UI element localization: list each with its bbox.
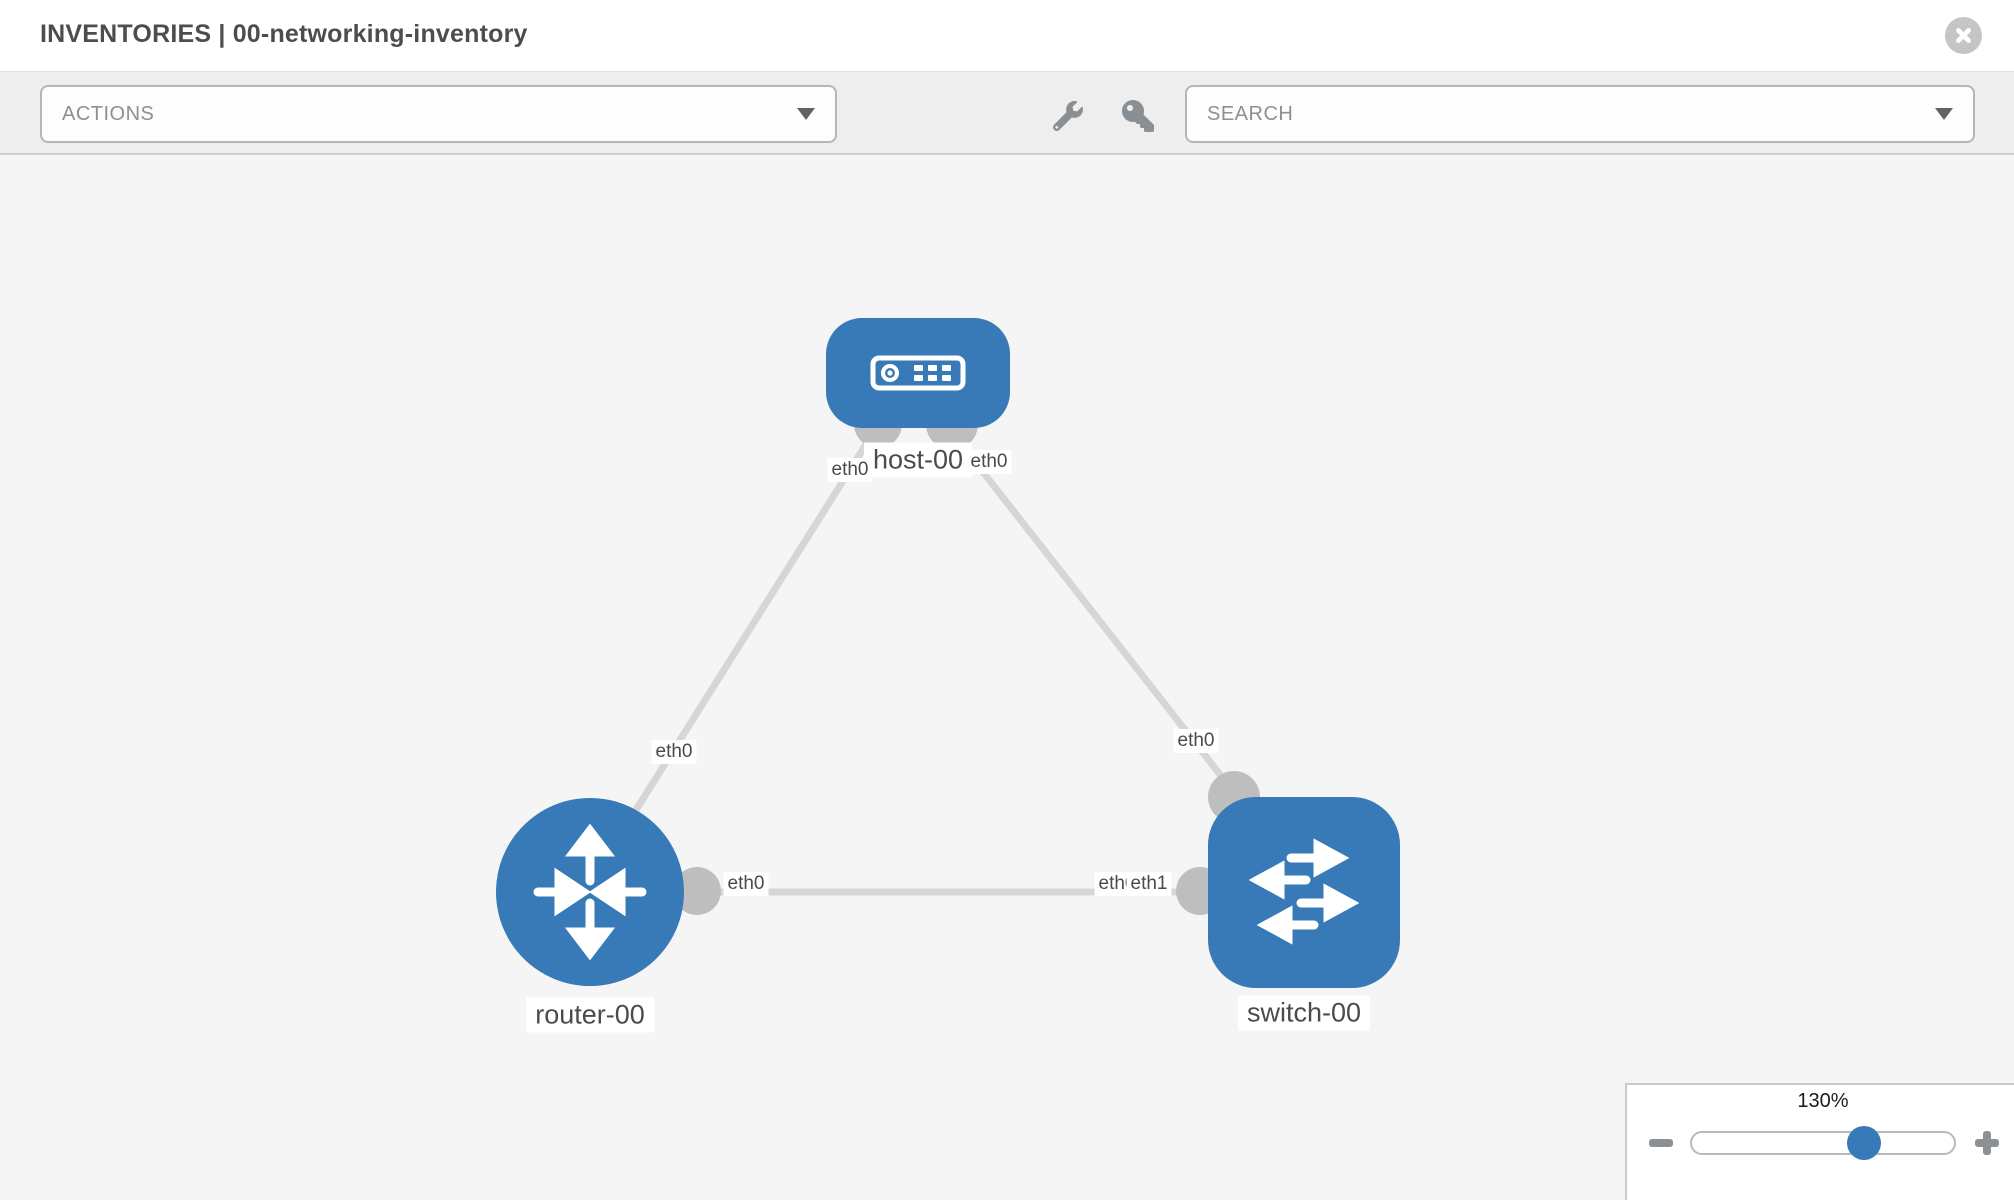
search-placeholder: SEARCH (1207, 102, 1294, 125)
plus-icon (1983, 1131, 1991, 1155)
zoom-level-value: 130% (1797, 1090, 1849, 1112)
iface-label-router00-eth0-to-host: eth0 (651, 740, 697, 764)
zoom-slider-track[interactable] (1690, 1126, 1956, 1160)
page-title: INVENTORIES | 00-networking-inventory (40, 20, 528, 48)
close-button[interactable] (1945, 17, 1982, 54)
node-label-host-00: host-00 (863, 442, 973, 478)
iface-label-host00-eth0-to-router: eth0 (827, 458, 873, 482)
header-bar: INVENTORIES | 00-networking-inventory (0, 0, 2014, 72)
wrench-icon (1053, 101, 1083, 131)
interface-connector-router-right (673, 867, 721, 915)
node-switch-00[interactable] (1208, 797, 1400, 988)
switch-icon (1248, 837, 1360, 945)
configure-button[interactable] (1048, 96, 1088, 136)
node-label-switch-00: switch-00 (1237, 995, 1371, 1031)
zoom-slider-handle[interactable] (1847, 1126, 1881, 1160)
search-dropdown[interactable]: SEARCH (1185, 85, 1975, 143)
zoom-out-button[interactable] (1644, 1126, 1678, 1160)
key-icon (1122, 100, 1154, 132)
toolbar: ACTIONS SEARCH (0, 72, 2014, 155)
actions-dropdown[interactable]: ACTIONS (40, 85, 837, 143)
link-host00-router00[interactable] (592, 428, 878, 877)
iface-label-switch00-eth0-to-host: eth0 (1173, 729, 1219, 753)
router-icon (533, 823, 647, 961)
node-router-00[interactable] (496, 798, 684, 986)
chevron-down-icon (797, 108, 815, 120)
node-host-00[interactable] (826, 318, 1010, 428)
minus-icon (1649, 1139, 1673, 1147)
iface-label-switch00-eth1-to-router: eth1 (1126, 872, 1172, 896)
host-icon (870, 355, 966, 391)
iface-label-host00-eth0-to-switch: eth0 (966, 450, 1012, 474)
chevron-down-icon (1935, 108, 1953, 120)
actions-dropdown-label: ACTIONS (62, 102, 155, 125)
node-label-router-00: router-00 (526, 997, 654, 1033)
zoom-in-button[interactable] (1970, 1126, 2004, 1160)
close-x-icon (1956, 28, 1971, 43)
iface-label-router00-eth0-to-switch: eth0 (723, 872, 769, 896)
credentials-button[interactable] (1118, 96, 1158, 136)
